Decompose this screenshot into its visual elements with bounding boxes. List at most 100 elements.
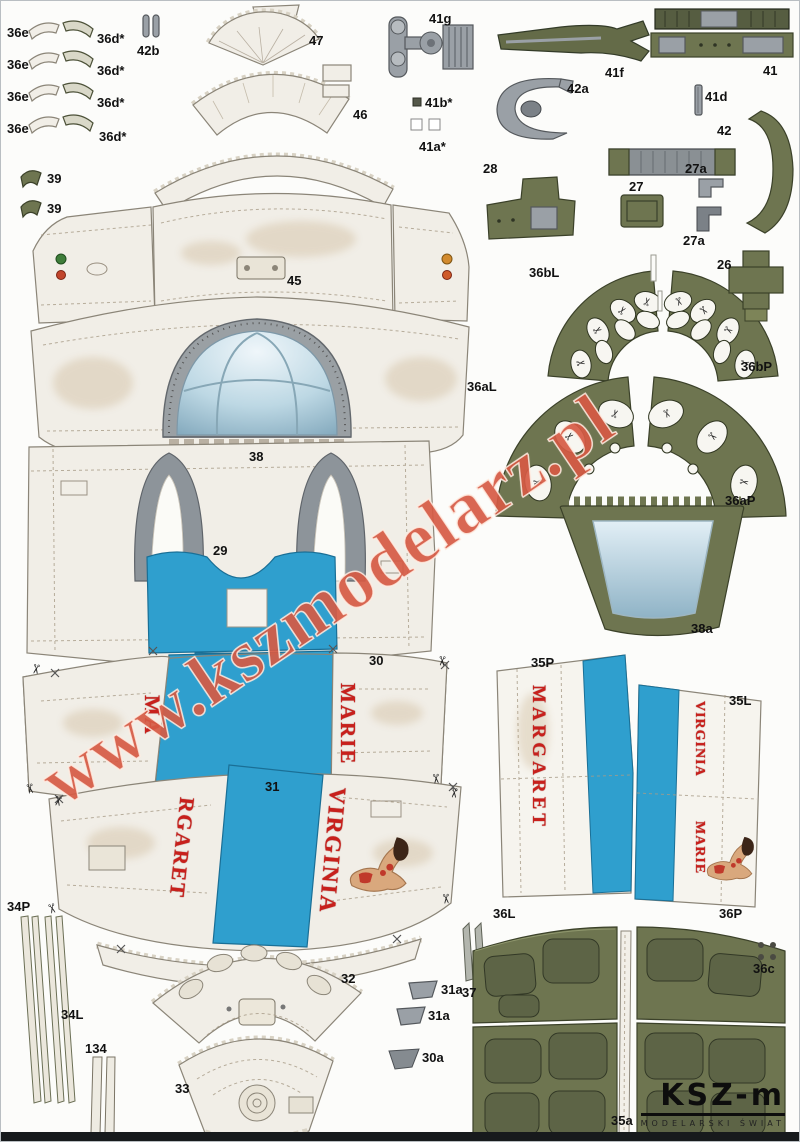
publisher-logo-subtitle: MODELARSKI ŚWIAT — [640, 1119, 785, 1128]
part-41b — [412, 97, 422, 107]
part-label: 36c — [753, 961, 775, 976]
part-36e-strips — [28, 22, 60, 135]
part-41g — [388, 16, 474, 78]
part-26 — [728, 250, 784, 322]
formation-light-amber — [441, 253, 453, 265]
part-41d — [694, 84, 703, 116]
part-27 — [620, 194, 664, 228]
part-35P — [496, 654, 634, 898]
part-label: 134 — [85, 1041, 107, 1056]
nose-art-marie: MARIE — [692, 821, 707, 875]
part-label: 34P — [7, 899, 31, 914]
part-label: 37 — [462, 985, 477, 1000]
part-label: 45 — [287, 273, 302, 288]
part-label: 26 — [717, 257, 732, 272]
nose-art-virginia: VIRGINIA — [692, 701, 707, 777]
part-label: 36P — [719, 906, 743, 921]
part-label: 35a — [611, 1113, 633, 1128]
part-label: 42b — [137, 43, 160, 58]
part-label: 41g — [429, 11, 452, 26]
part-41a — [410, 118, 441, 131]
part-41f — [497, 20, 650, 62]
part-label: 27 — [629, 179, 644, 194]
part-label: 36d* — [97, 63, 125, 78]
part-35L — [634, 684, 762, 908]
part-label: 36e — [7, 121, 29, 136]
part-label: 38a — [691, 621, 713, 636]
part-label: 36e — [7, 89, 29, 104]
part-label: 46 — [353, 107, 368, 122]
part-label: 36bP — [741, 359, 773, 374]
scissors-icon: ✂ — [659, 407, 675, 420]
part-label: 42 — [717, 123, 732, 138]
windshield-glass — [592, 520, 714, 619]
part-label: 36d* — [97, 31, 125, 46]
scissors-icon: ✂ — [27, 662, 44, 675]
part-label: 35L — [729, 693, 752, 708]
part-38-canopy — [30, 296, 470, 456]
scissors-icon: ✂ — [437, 893, 453, 905]
part-31a — [396, 980, 438, 1026]
scissors-icon: ✂ — [42, 902, 59, 917]
part-label: 35P — [531, 655, 555, 670]
part-27a — [696, 178, 724, 232]
part-47 — [205, 4, 322, 66]
scissors-icon: ✂ — [445, 787, 461, 799]
hatch-panel — [236, 256, 286, 280]
part-30 — [22, 650, 448, 806]
part-42 — [608, 110, 794, 234]
part-42b — [142, 14, 160, 38]
scissors-icon: ✂ — [640, 295, 655, 308]
part-45-strip — [153, 152, 395, 212]
part-label: 36d* — [99, 129, 127, 144]
hatch-panel — [238, 998, 276, 1026]
part-32 — [150, 944, 364, 1044]
part-134 — [90, 1056, 116, 1136]
scissors-icon: ✂ — [49, 794, 66, 807]
part-label: 41a* — [419, 139, 446, 154]
part-label: 41b* — [425, 95, 453, 110]
part-label: 27a — [683, 233, 705, 248]
nose-art-margaret: MARGARET — [528, 685, 549, 830]
scissors-icon: ✂ — [433, 655, 449, 667]
part-41 — [650, 8, 794, 58]
scissors-marks: ✂ ✂ ✂ ✂ ✂ ✂ ✂ ✂ — [21, 655, 461, 916]
part-label: 30 — [369, 653, 384, 668]
part-label: 32 — [341, 971, 356, 986]
part-label: 36d* — [97, 95, 125, 110]
part-34-strips — [20, 915, 76, 1104]
part-label: 39 — [47, 171, 62, 186]
part-label: 30a — [422, 1050, 444, 1065]
part-46 — [190, 64, 352, 136]
scissors-icon: ✂ — [671, 295, 686, 308]
scissors-icon: ✂ — [532, 475, 544, 490]
part-label: 36aL — [467, 379, 497, 394]
part-label: 28 — [483, 161, 498, 176]
part-35a — [618, 930, 632, 1138]
part-33 — [177, 1035, 335, 1141]
rivet-line — [167, 321, 347, 434]
part-label: 38 — [249, 449, 264, 464]
part-36aP: ✂ ✂ ✂ — [647, 376, 787, 519]
part-36bP: ✂ ✂ ✂ ✂ — [650, 254, 779, 382]
formation-light-red — [56, 270, 66, 280]
scissors-icon: ✂ — [738, 475, 750, 490]
part-label: 34L — [61, 1007, 84, 1022]
part-label: 36e — [7, 57, 29, 72]
part-label: 36e — [7, 25, 29, 40]
scissors-icon: ✂ — [21, 782, 38, 795]
publisher-logo: KSZ-m MODELARSKI ŚWIAT — [640, 1081, 785, 1128]
part-label: 41f — [605, 65, 624, 80]
nose-art-marie: MARIE — [336, 683, 360, 766]
part-label: 36bL — [529, 265, 560, 280]
part-39 — [20, 170, 42, 219]
part-label: 41d — [705, 89, 728, 104]
part-label: 47 — [309, 33, 324, 48]
blue-band — [634, 684, 680, 902]
part-label: 29 — [213, 543, 228, 558]
tailwheel-well — [238, 1084, 276, 1122]
blue-band — [582, 654, 634, 894]
nose-art-margaret-start: MA — [140, 695, 165, 736]
